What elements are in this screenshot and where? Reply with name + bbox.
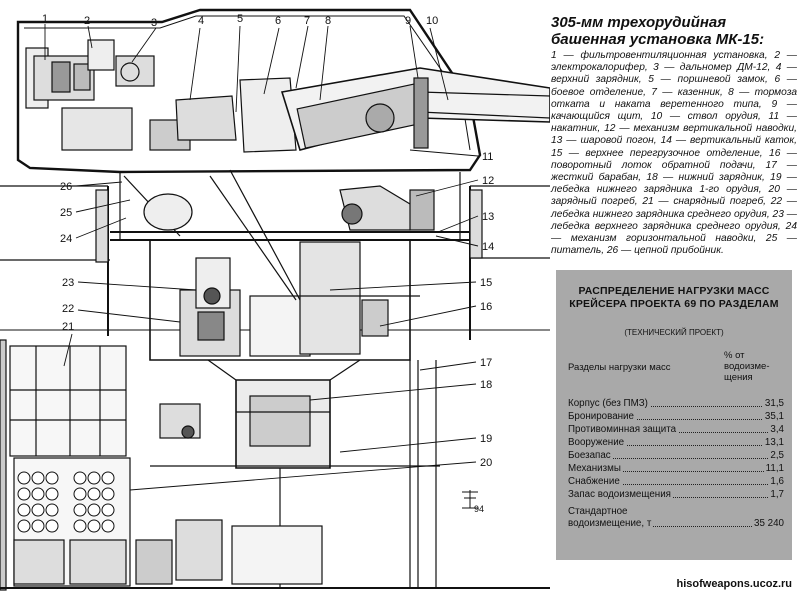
callout-22: 22 (62, 303, 74, 315)
callout-21: 21 (62, 321, 74, 333)
callout-25: 25 (60, 207, 72, 219)
column-header-percent: % от водоизме-щения (724, 350, 770, 383)
turret-house (16, 8, 482, 174)
callout-11: 11 (482, 151, 493, 163)
magazines (9, 345, 173, 587)
barbette-trunk (110, 169, 470, 361)
scale-number: 94 (474, 504, 484, 514)
callout-15: 15 (480, 277, 492, 289)
callout-3: 3 (151, 17, 157, 29)
callout-24: 24 (60, 233, 72, 245)
callout-26: 26 (60, 181, 72, 193)
turret-cross-section-drawing: 1 2 3 4 5 6 7 8 9 10 11 12 13 14 15 16 1… (0, 8, 550, 591)
table-row: Корпус (без ПМЗ)31,5 (568, 398, 784, 409)
callout-18: 18 (480, 379, 492, 391)
callout-leaders (44, 24, 479, 491)
callout-7: 7 (304, 15, 310, 27)
callout-14: 14 (482, 241, 494, 253)
lower-handling-room (150, 359, 440, 588)
table-subheader: (ТЕХНИЧЕСКИЙ ПРОЕКТ) (624, 328, 724, 337)
callout-numbers: 1 2 3 4 5 6 7 8 9 10 11 12 13 14 15 16 1… (42, 13, 494, 514)
footer-line: Стандартное (568, 506, 628, 517)
callout-1: 1 (42, 13, 48, 25)
callout-10: 10 (426, 15, 438, 27)
callout-19: 19 (480, 433, 492, 445)
table-header: РАСПРЕДЕЛЕНИЕ НАГРУЗКИ МАСС КРЕЙСЕРА ПРО… (569, 285, 779, 310)
callout-23: 23 (62, 277, 74, 289)
callout-12: 12 (482, 175, 494, 187)
callout-4: 4 (198, 15, 204, 27)
callout-2: 2 (84, 15, 90, 27)
callout-5: 5 (237, 13, 243, 25)
callout-13: 13 (482, 211, 494, 223)
callout-16: 16 (480, 301, 492, 313)
watermark-url: hisofweapons.ucoz.ru (676, 578, 792, 590)
figure-legend: 1 — фильтровентиляционная установка, 2 —… (551, 50, 797, 257)
callout-6: 6 (275, 15, 281, 27)
figure-title: 305-мм трехорудийная башенная установка … (551, 14, 765, 48)
callout-20: 20 (480, 457, 492, 469)
scale-mark-icon (462, 490, 478, 509)
callout-17: 17 (480, 357, 492, 369)
callout-8: 8 (325, 15, 331, 27)
load-distribution-table: РАСПРЕДЕЛЕНИЕ НАГРУЗКИ МАСС КРЕЙСЕРА ПРО… (556, 270, 792, 560)
gun-and-cradle (280, 67, 550, 151)
callout-9: 9 (405, 15, 411, 27)
column-header-sections: Разделы нагрузки масс (568, 362, 671, 373)
